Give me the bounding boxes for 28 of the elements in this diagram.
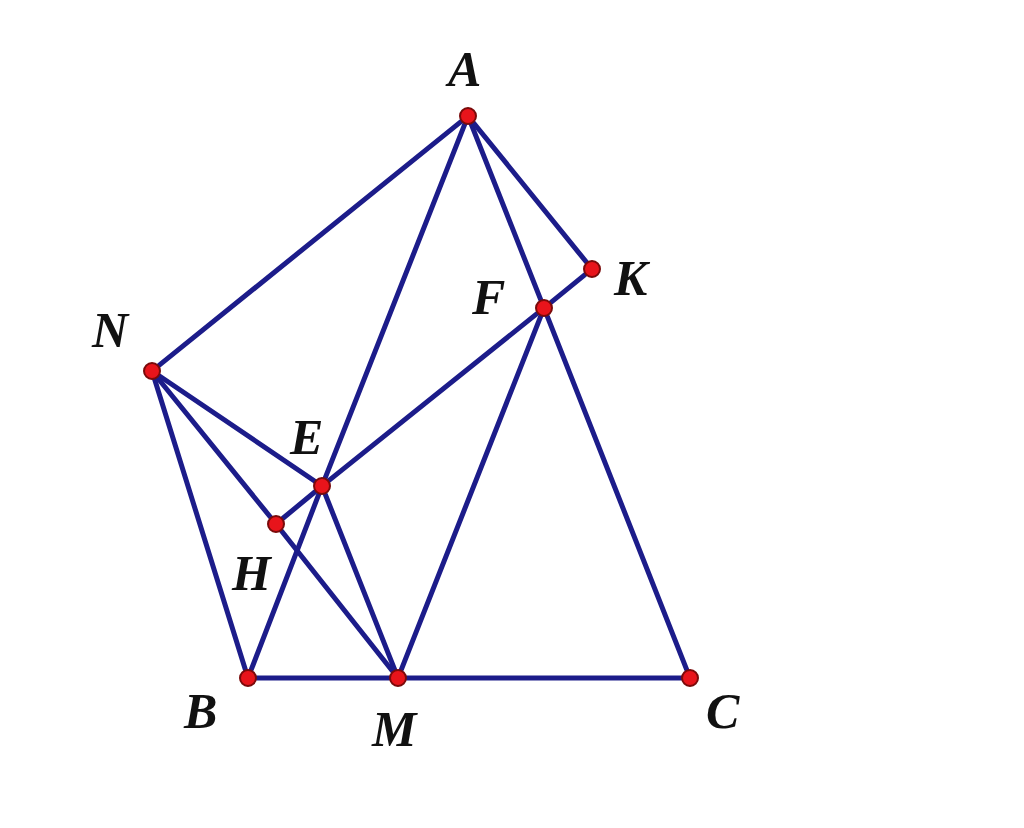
line-segment bbox=[471, 120, 589, 265]
point-marker bbox=[583, 260, 601, 278]
line-segment bbox=[279, 528, 395, 674]
point-label: B bbox=[184, 686, 218, 736]
point-marker bbox=[267, 515, 285, 533]
point-label: F bbox=[472, 272, 506, 322]
line-segment bbox=[156, 119, 464, 368]
point-marker bbox=[681, 669, 699, 687]
point-marker bbox=[389, 669, 407, 687]
point-label: E bbox=[290, 412, 324, 462]
point-label: C bbox=[706, 686, 740, 736]
line-segment bbox=[326, 311, 540, 483]
line-segment bbox=[322, 121, 468, 481]
point-label: M bbox=[372, 704, 417, 754]
line-segment bbox=[152, 377, 248, 672]
point-marker bbox=[239, 669, 257, 687]
line-segment bbox=[544, 313, 690, 673]
point-marker bbox=[143, 362, 161, 380]
point-label: K bbox=[614, 253, 648, 303]
line-segment bbox=[280, 489, 318, 521]
point-label: H bbox=[232, 548, 271, 598]
line-segment bbox=[248, 491, 322, 673]
line-segment bbox=[548, 272, 588, 305]
line-segment bbox=[398, 313, 544, 673]
line-segment bbox=[155, 375, 273, 520]
point-marker bbox=[535, 299, 553, 317]
point-marker bbox=[459, 107, 477, 125]
point-label: N bbox=[92, 305, 129, 355]
